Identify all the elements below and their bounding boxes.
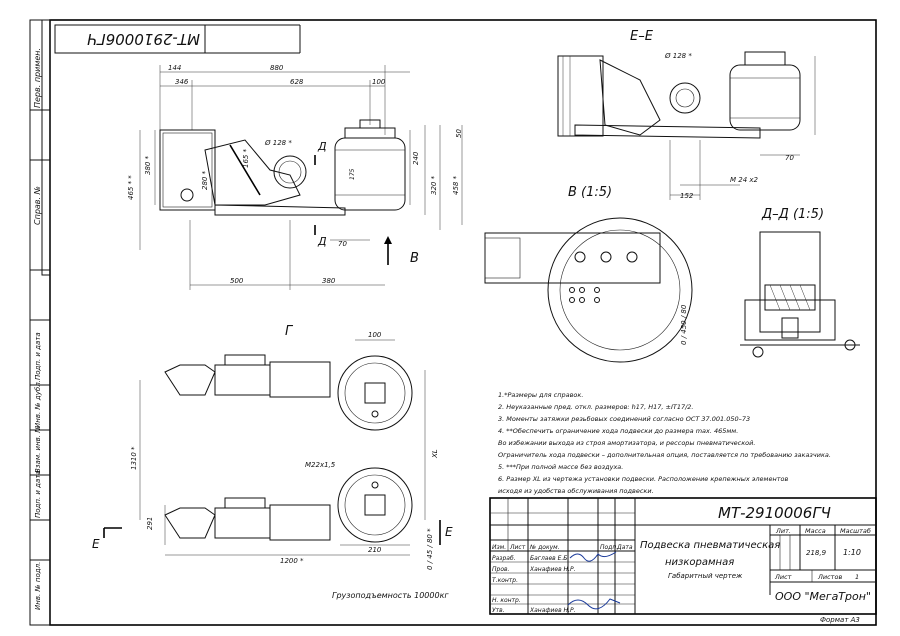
dim-xl: XL [431,449,439,459]
sheets-label: Листов [817,573,842,581]
mass-label: Масса [805,527,826,535]
mass-value: 218,9 [806,549,827,557]
note-4b: Во избежании выхода из строя амортизатор… [498,439,755,447]
dim-100b: 100 [368,331,382,339]
note-4c: Ограничитель хода подвески – дополнитель… [498,451,831,459]
view-b: В (1:5) 0 / 450 / 80 [484,185,693,363]
note-6b: исходя из удобства обслуживания подвески… [498,487,654,495]
capacity-text: Грузоподъемность 10000кг [332,591,449,600]
dim-m24: М 24 х2 [730,176,759,184]
dim-880: 880 [270,64,284,72]
section-dd: Д–Д (1:5) [740,207,860,358]
row-tkontr: Т.контр. [492,577,518,584]
dim-500: 500 [230,277,244,285]
label-inv-dubl: Инв. № дубл. [34,380,42,428]
name-razrab: Баглаев Е.Б. [530,555,569,562]
cut-e-left: Е [92,537,100,551]
dim-70b: 70 [785,154,794,162]
dim-phi128a: Ø 128 * [264,139,292,147]
row-razrab: Разраб. [492,555,516,562]
dim-175: 175 [349,168,356,180]
company-name: ООО "МегаТрон" [775,590,871,603]
name-prov: Ханафиев Н.Р. [529,566,576,573]
note-2: 2. Неуказанные пред. откл. размеров: h17… [498,403,694,411]
drawing-number: МТ-2910006ГЧ [718,504,831,522]
note-6: 6. Размер XL из чертежа установки подвес… [498,475,788,483]
row-nkontr: Н. контр. [492,597,521,604]
scale-label: Масштаб [840,527,871,535]
label-inv-podl: Инв. № подл. [34,562,42,610]
col-list: Лист [509,544,526,551]
cut-d-top: Д [317,140,327,153]
top-number-box: МТ-2910006ГЧ [54,24,301,54]
dim-380h: 380 [322,277,336,285]
label-perv-primen: Перв. примен. [33,48,42,108]
dim-045: 0 / 45 / 80 * [426,528,434,570]
dim-458: 458 * [452,175,460,195]
dim-50: 50 [455,129,463,138]
note-4: 4. **Обеспечить ограничение хода подвеск… [498,427,738,435]
row-utv: Утв. [492,607,505,614]
label-vzam-inv: Взам. инв. № [34,425,42,473]
scale-value: 1:10 [843,548,861,557]
format-label: Формат А3 [820,616,860,624]
dim-291: 291 [146,517,154,530]
note-5: 5. ***При полной массе без воздуха. [498,463,623,471]
left-stamp: Перв. примен. Справ. № Подп. и дата Инв.… [29,19,51,626]
view-b-title: В (1:5) [568,185,612,200]
col-podp: Подп. [600,544,618,551]
lit-label: Лит. [775,527,791,535]
title-line-1: Подвеска пневматическая [640,540,780,551]
dim-165: 165 * [242,148,250,168]
name-utv: Ханафиев Н.Р. [529,607,576,614]
label-podp-data-1: Подп. и дата [34,332,42,380]
dim-628: 628 [290,78,304,86]
cut-e-right: Е [445,525,453,539]
label-podp-data-2: Подп. и дата [34,470,42,518]
technical-notes: 1.*Размеры для справок. 2. Неуказанные п… [498,391,831,495]
dim-70a: 70 [338,240,347,248]
section-dd-title: Д–Д (1:5) [761,207,824,222]
dim-240: 240 [412,151,420,165]
dim-380v: 380 * [144,155,152,175]
dim-100a: 100 [372,78,386,86]
sheet-label: Лист [774,573,792,581]
signature-utv [567,598,621,610]
dim-465: 465 * * [127,175,135,200]
section-ee: Е–Е Ø 128 * 70 М 24 х2 152 [557,29,816,200]
dim-152: 152 [680,192,694,200]
dim-1310: 1310 * [130,446,138,470]
drawing-number-top: МТ-2910006ГЧ [87,30,200,48]
title-line-2: низкорамная [665,557,734,568]
signature-razrab [569,551,617,562]
doc-type: Габаритный чертеж [668,572,743,580]
main-side-view: 144 880 346 628 100 465 * * 380 * 280 * … [127,64,463,290]
dim-0450: 0 / 450 / 80 [680,304,688,345]
note-3: 3. Моменты затяжки резьбовых соединений … [498,415,750,423]
sheet-border [49,19,877,626]
view-g: Г 100 1310 * XL М22х1,5 291 210 1200 * 0… [92,324,453,600]
title-block: МТ-2910006ГЧ Изм. Лист № докум. Подп. Да… [489,497,877,624]
dim-346: 346 [175,78,189,86]
col-data: Дата [616,544,633,551]
dim-phi128b: Ø 128 * [664,52,692,60]
note-1: 1.*Размеры для справок. [498,391,583,399]
col-docum: № докум. [529,544,560,551]
col-izm: Изм. [492,544,506,551]
dim-m22: М22х1,5 [305,461,336,469]
label-sprav: Справ. № [33,186,42,225]
cut-d-bottom: Д [317,235,327,248]
dim-1200: 1200 * [280,557,304,565]
dim-320: 320 * [430,175,438,195]
section-ee-title: Е–Е [630,29,654,44]
arrow-b-label: В [410,251,419,266]
row-prov: Пров. [492,566,510,573]
dim-144: 144 [168,64,181,72]
sheets-value: 1 [855,573,859,581]
dim-280: 280 * [201,170,209,190]
dim-210: 210 [368,546,382,554]
view-g-title: Г [285,324,294,339]
